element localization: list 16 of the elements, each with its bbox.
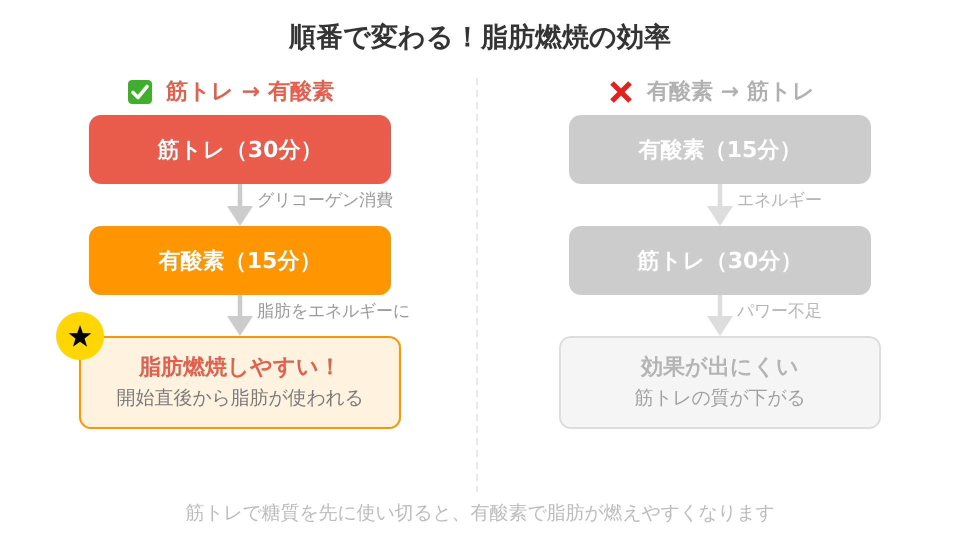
arrow	[227, 295, 253, 336]
arrow	[227, 184, 253, 226]
box-heading: 効果が出にくい	[641, 354, 799, 382]
result-box	[559, 336, 881, 429]
caption: 筋トレで糖質を先に使い切ると、有酸素で脂肪が燃えやすくなります	[186, 502, 774, 526]
box-text: 筋トレの質が下がる	[634, 386, 806, 412]
process-box: 筋トレ（30分）	[89, 115, 391, 184]
column-heading: 有酸素 → 筋トレ	[647, 78, 815, 106]
box-text: 開始直後から脂肪が使われる	[116, 386, 364, 412]
title: 順番で変わる！脂肪燃焼の効率	[289, 21, 671, 55]
box-heading: 脂肪燃焼しやすい！	[139, 354, 341, 382]
result-box	[79, 336, 401, 429]
column-heading: 筋トレ → 有酸素	[166, 78, 334, 106]
arrow	[707, 184, 733, 226]
arrow	[707, 295, 733, 336]
process-box: 有酸素（15分）	[89, 226, 391, 295]
